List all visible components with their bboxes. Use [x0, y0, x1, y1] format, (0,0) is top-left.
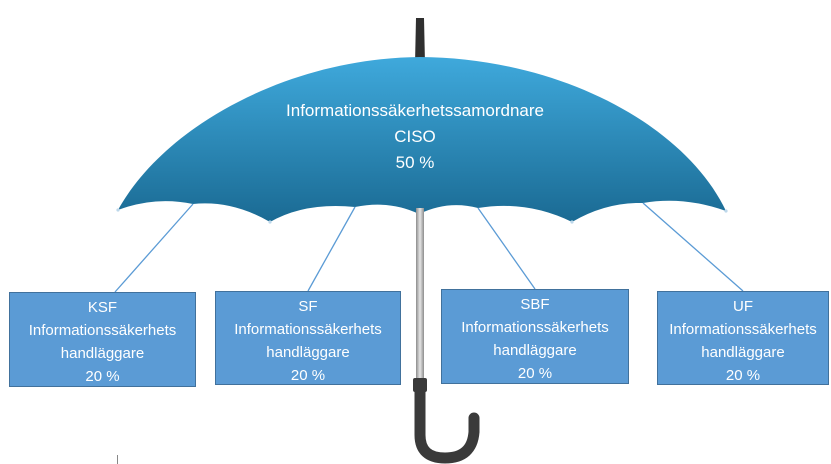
connector-sf	[307, 206, 356, 292]
umbrella-canopy	[118, 57, 726, 222]
unit-share: 20 %	[517, 365, 553, 382]
rib-tip	[116, 208, 120, 212]
unit-role-line1: Informationssäkerhets	[234, 321, 382, 338]
unit-name: SBF	[520, 296, 550, 313]
umbrella-tip	[415, 18, 425, 64]
unit-role-line1: Informationssäkerhets	[28, 322, 177, 339]
unit-share: 20 %	[725, 367, 761, 384]
unit-box-ksf: KSF Informationssäkerhets handläggare 20…	[9, 292, 196, 387]
canopy-share: 50 %	[395, 153, 435, 172]
connector-ksf	[114, 203, 194, 293]
cursor-mark	[117, 455, 118, 464]
unit-box-sf: SF Informationssäkerhets handläggare 20 …	[215, 291, 401, 385]
rib-tip	[724, 209, 728, 213]
unit-role-line2: handläggare	[701, 344, 785, 361]
unit-share: 20 %	[290, 367, 326, 384]
unit-box-sbf: SBF Informationssäkerhets handläggare 20…	[441, 289, 629, 384]
unit-name: SF	[298, 298, 318, 315]
connector-sbf	[477, 207, 536, 290]
canopy-role: CISO	[394, 127, 436, 146]
unit-share: 20 %	[85, 368, 120, 385]
unit-name: UF	[733, 298, 753, 315]
rib-tip	[268, 220, 272, 224]
canopy-label: Informationssäkerhetssamordnare CISO 50 …	[230, 98, 600, 176]
canopy-title: Informationssäkerhetssamordnare	[286, 101, 544, 120]
unit-role-line1: Informationssäkerhets	[461, 319, 609, 336]
unit-role-line2: handläggare	[266, 344, 350, 361]
umbrella-shaft	[416, 208, 424, 380]
unit-name: KSF	[87, 299, 118, 316]
connector-uf	[642, 202, 744, 292]
unit-role-line1: Informationssäkerhets	[669, 321, 817, 338]
unit-role-line2: handläggare	[60, 345, 145, 362]
unit-box-uf: UF Informationssäkerhets handläggare 20 …	[657, 291, 829, 385]
unit-role-line2: handläggare	[493, 342, 577, 359]
umbrella-handle-hook	[414, 384, 480, 464]
rib-tip	[570, 220, 574, 224]
